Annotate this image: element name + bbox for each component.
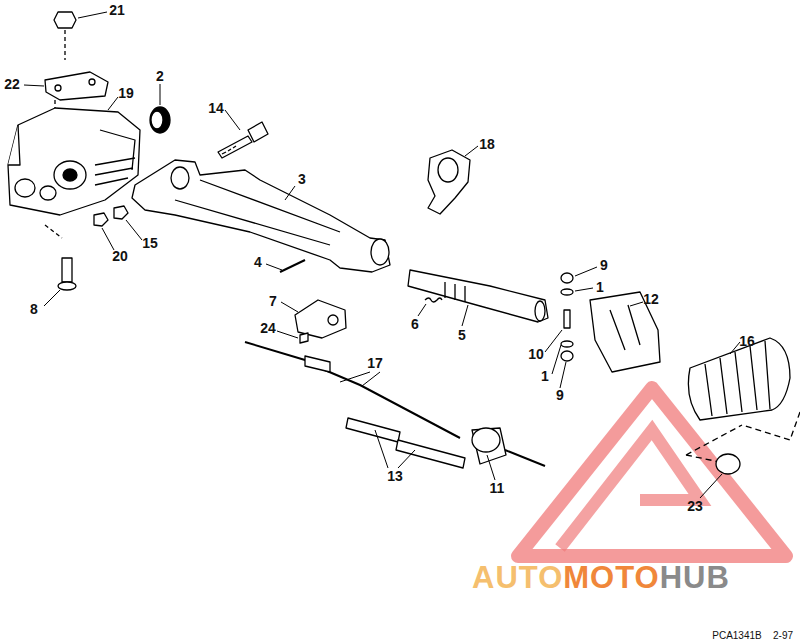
callout-number: 9 [600, 258, 608, 272]
callout-number: 19 [118, 86, 134, 100]
callout-number: 9 [556, 388, 564, 402]
callout-number: 2 [156, 69, 164, 83]
watermark-text: AUTO [472, 562, 563, 593]
callout-number: 1 [596, 280, 604, 294]
drawing-code: 2-97 [773, 631, 793, 641]
callout-number: 6 [411, 317, 419, 331]
callout-number: 15 [142, 236, 158, 250]
callout-number: 4 [254, 255, 262, 269]
callout-number: 10 [528, 347, 544, 361]
callout-number: 22 [4, 77, 20, 91]
callout-number: 14 [208, 101, 224, 115]
callout-number: 3 [298, 172, 306, 186]
callout-number: 8 [30, 302, 38, 316]
callout-number: 7 [269, 294, 277, 308]
callout-number: 12 [643, 292, 659, 306]
drawing-code: PCA1341B [712, 631, 761, 641]
callout-number: 11 [490, 481, 505, 495]
callout-number: 16 [739, 334, 755, 348]
callout-number: 13 [387, 469, 403, 483]
watermark-text: MOTO [563, 562, 659, 593]
watermark-text: HUB [660, 562, 730, 593]
callout-number: 1 [541, 369, 549, 383]
callout-number: 20 [112, 249, 128, 263]
callout-number: 5 [458, 328, 466, 342]
callout-number: 21 [109, 3, 125, 17]
watermark: AUTOMOTOHUB [472, 562, 730, 593]
callout-number: 17 [367, 356, 383, 370]
callout-number: 24 [260, 321, 276, 335]
callout-number: 18 [479, 137, 495, 151]
callout-number: 23 [687, 499, 703, 513]
